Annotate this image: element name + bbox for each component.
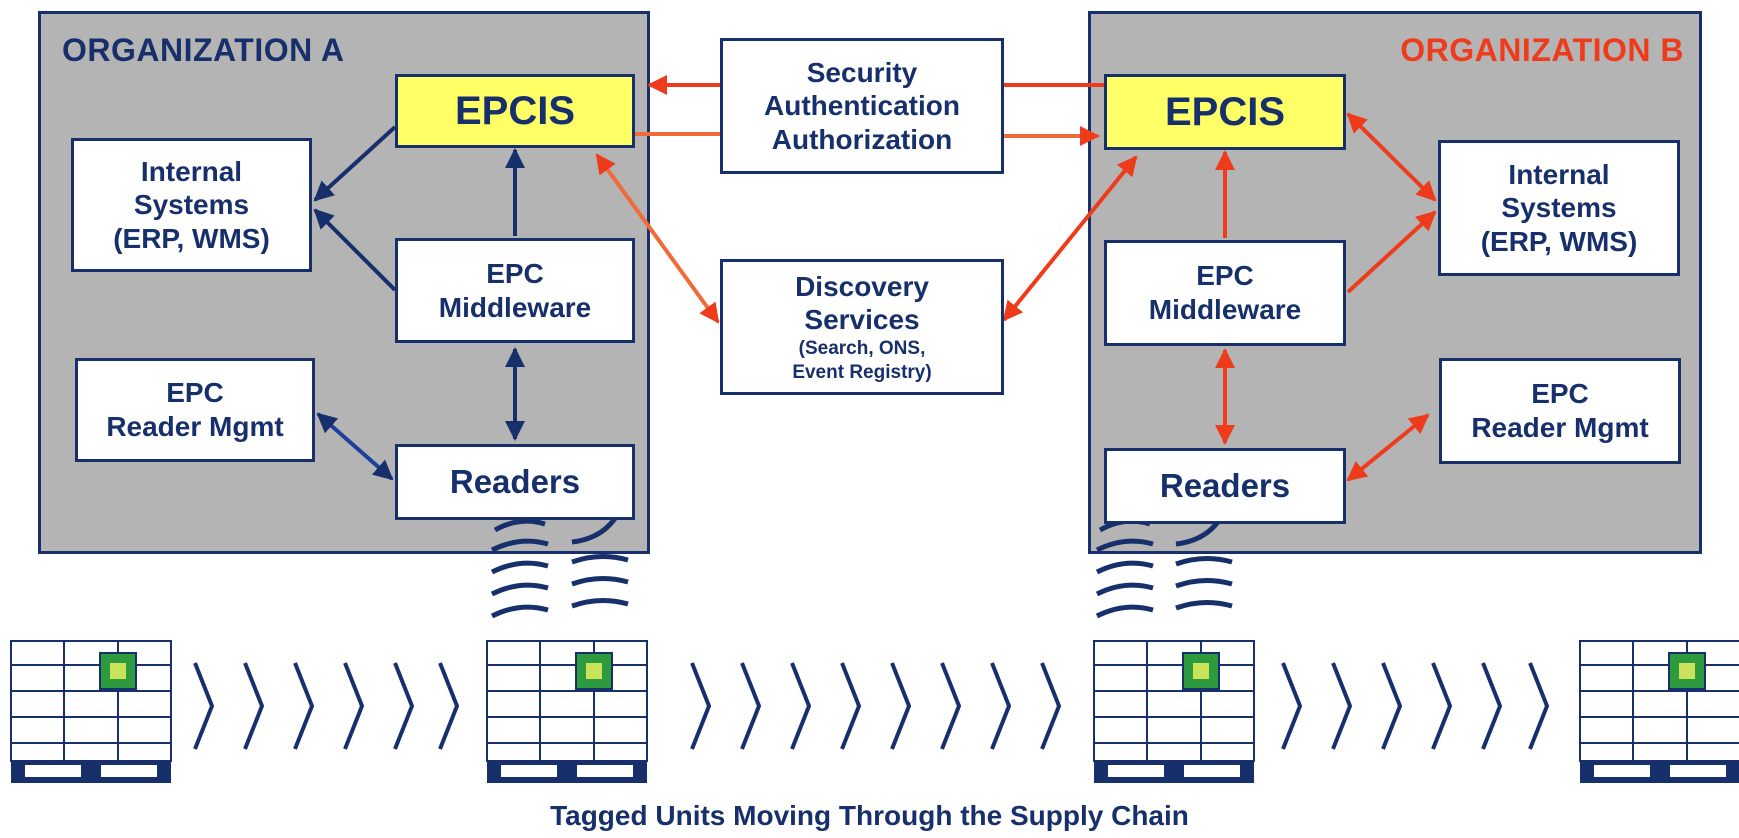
arrow-epcis-to-internal-a [313, 125, 397, 202]
readers-box-b: Readers [1104, 448, 1346, 524]
chevron-right-icon [193, 662, 460, 750]
internal-systems-box-b: Internal Systems (ERP, WMS) [1438, 140, 1680, 276]
epcis-label: EPCIS [454, 89, 576, 133]
epc-reader-mgmt-box-b: EPC Reader Mgmt [1439, 358, 1681, 464]
tagged-pallet-icon [486, 640, 648, 783]
arrow-readers-readermgmt-b [1346, 413, 1430, 482]
rfid-chip-icon [1668, 652, 1706, 690]
chevron-right-icon [1281, 662, 1550, 750]
tagged-pallet-icon [1579, 640, 1739, 783]
tagged-pallet-icon [10, 640, 172, 783]
security-box: Security Authentication Authorization [720, 38, 1004, 174]
organization-a-title: ORGANIZATION A [62, 32, 345, 68]
epc-reader-mgmt-box-a: EPC Reader Mgmt [75, 358, 315, 462]
rfid-chip-icon [99, 652, 137, 690]
arrow-middleware-to-internal-b [1346, 210, 1437, 294]
epcis-box-a: EPCIS [395, 74, 635, 148]
arrow-middleware-to-internal-a [313, 208, 397, 292]
epcis-box-b: EPCIS [1104, 74, 1346, 150]
rfid-chip-icon [575, 652, 613, 690]
tagged-pallet-icon [1093, 640, 1255, 783]
arrow-epcis-a-discovery [595, 153, 720, 324]
arrow-epcis-b-discovery [1002, 155, 1138, 322]
rfid-chip-icon [1182, 652, 1220, 690]
rfid-wave-icon [490, 504, 629, 619]
arrow-epcis-b-internal [1346, 112, 1437, 202]
epc-middleware-box-b: EPC Middleware [1104, 240, 1346, 346]
epcis-label: EPCIS [1164, 90, 1286, 134]
rfid-wave-icon [1095, 506, 1233, 619]
organization-b-title: ORGANIZATION B [1400, 32, 1684, 68]
arrow-readermgmt-readers-a [316, 412, 394, 481]
readers-box-a: Readers [395, 444, 635, 520]
diagram-caption: Tagged Units Moving Through the Supply C… [550, 800, 1189, 831]
chevron-right-icon [690, 662, 1062, 750]
internal-systems-box-a: Internal Systems (ERP, WMS) [71, 138, 312, 272]
discovery-services-box: Discovery Services (Search, ONS, Event R… [720, 259, 1004, 395]
epc-middleware-box-a: EPC Middleware [395, 238, 635, 343]
